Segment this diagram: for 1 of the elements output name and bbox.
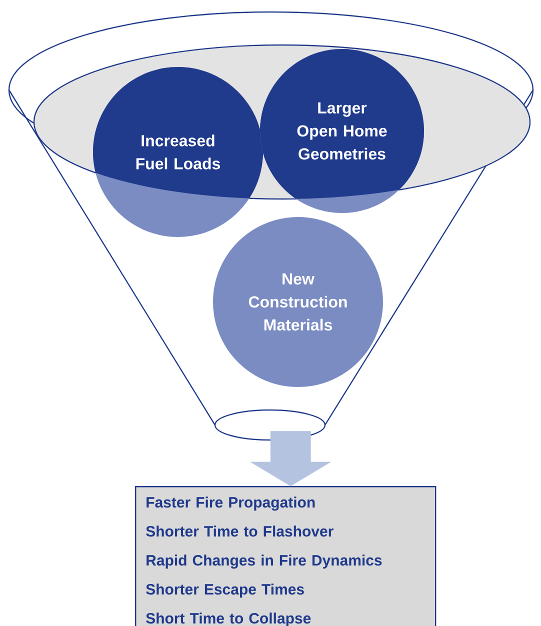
block-arrow [250,431,331,486]
